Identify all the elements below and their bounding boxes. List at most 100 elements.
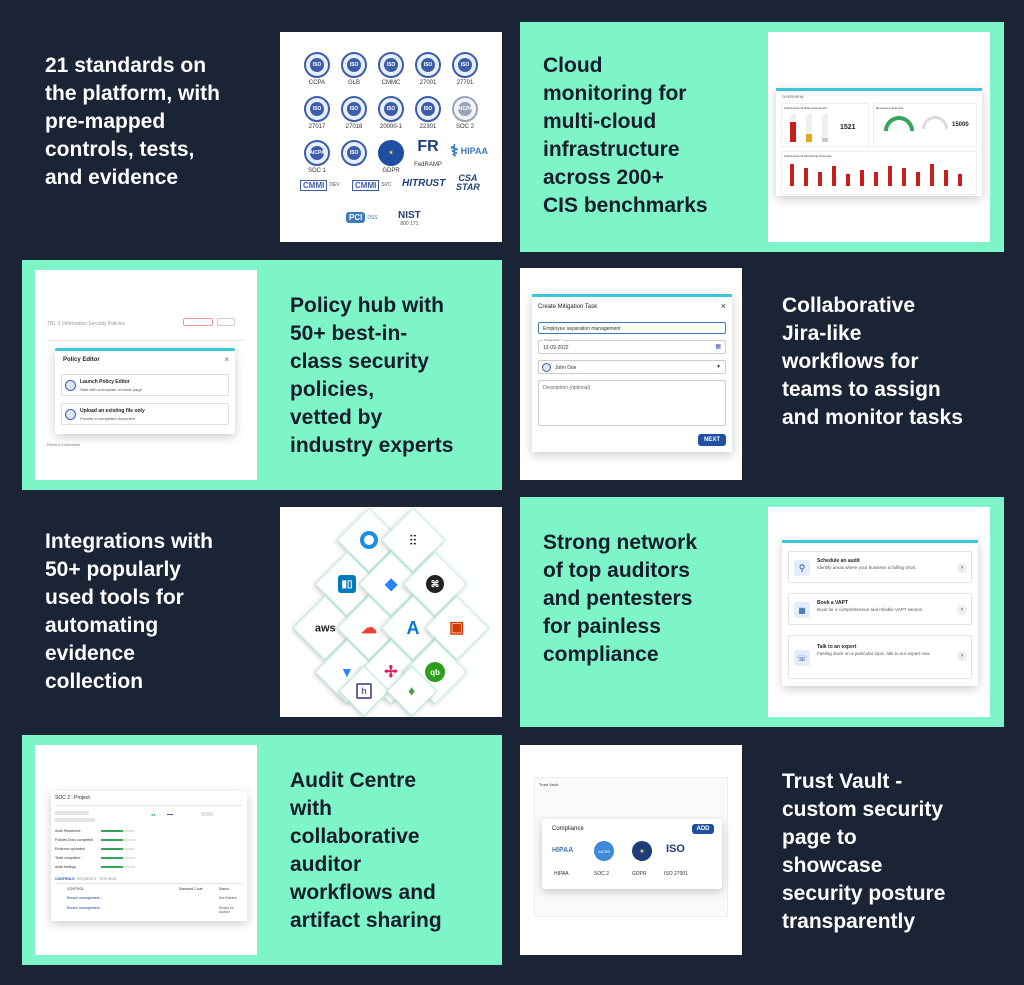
feature-line: transparently [782, 910, 916, 933]
upload-file-option[interactable]: Upload an existing file only Provide a c… [61, 403, 229, 425]
badge-label: CCPA [308, 80, 326, 86]
tab-controls[interactable]: CONTROLS [55, 877, 75, 881]
tab-testings[interactable]: TESTINGS [99, 877, 117, 881]
feature-line: and monitor tasks [782, 406, 963, 429]
modal-title: Create Mitigation Task [538, 304, 598, 310]
tab-requests[interactable]: REQUESTS [77, 877, 97, 881]
control-link[interactable]: Breach management... [67, 906, 103, 910]
badge-label: FedRAMP [414, 162, 442, 168]
item-title: Schedule an audit [817, 558, 860, 564]
feature-auditors-panel: Strong network of top auditors and pente… [520, 497, 1004, 727]
add-button[interactable]: ADD [692, 824, 714, 834]
feature-line: page to [782, 826, 857, 849]
feature-line: pre-mapped [45, 110, 166, 133]
feature-policy-text: Policy hub with 50+ best-in- class secur… [290, 292, 500, 460]
feature-line: Policy hub with [290, 294, 445, 317]
task-name-input[interactable]: Employee separation management [538, 322, 726, 334]
input-label: Target Date* [543, 338, 562, 342]
calendar-icon: ▦ [715, 344, 721, 350]
feature-line: monitoring for [543, 82, 687, 105]
task-card: Create Mitigation Task × Employee separa… [520, 268, 742, 480]
feature-line: with [290, 797, 332, 820]
feature-line: policies, [290, 378, 375, 401]
feature-line: vetted by [290, 406, 383, 429]
arrow-right-icon[interactable]: › [957, 651, 967, 661]
feature-vault-text: Trust Vault - custom security page to sh… [782, 768, 1012, 936]
audit-row-label: Evidence uploaded [55, 847, 85, 851]
hipaa-icon: ⚕HIPAA [450, 143, 488, 160]
badge-label: 27017 [308, 124, 326, 130]
gdpr-icon: ★ [632, 841, 652, 861]
vault-header: Trust Vault [539, 782, 558, 787]
description-input[interactable]: Description (optional) [538, 380, 726, 426]
hipaa-icon: HIPAA [552, 847, 574, 854]
option-sub: Start with a template or blank page [80, 387, 142, 392]
target-date-input[interactable]: Target Date* 12-09-2022 ▦ [538, 338, 726, 354]
table-row[interactable]: Breach management... Not Started [55, 895, 243, 903]
status-badge: Ready for Auditor [219, 906, 235, 914]
integrations-card: ⫶⫶ ▮▯ ◆ ⌘ aws ☁ A ▣ ▼ ✢ qb h ♦ [280, 507, 502, 717]
control-link[interactable]: Breach management... [67, 896, 103, 900]
arrow-right-icon[interactable]: › [957, 563, 967, 573]
phone-icon: ☏ [794, 650, 810, 666]
avatar [542, 363, 551, 372]
badge-label: SOC 1 [307, 168, 326, 174]
close-icon[interactable]: × [720, 301, 726, 311]
cloud-panel-title: Resources Scanned [876, 106, 904, 110]
soc1-icon: AICPA [304, 140, 330, 166]
talk-expert-item[interactable]: ☏ Talk to an expert Feeling stuck on a p… [788, 635, 972, 679]
arrow-right-icon[interactable]: › [957, 605, 967, 615]
badge-label: 27018 [345, 124, 363, 130]
feature-line: of top auditors [543, 559, 690, 582]
soc2-icon: AICPA [594, 841, 614, 861]
input-placeholder: Description (optional) [543, 385, 591, 391]
feature-line: class security [290, 350, 429, 373]
cloud-panel-title: Cloud Account Risk Assessment [784, 106, 828, 110]
item-title: Book a VAPT [817, 600, 849, 606]
compliance-label: HIPAA [554, 871, 569, 877]
badge-label: SOC 2 [455, 124, 474, 130]
badge-label: GLB [347, 80, 360, 86]
feature-line: automating [45, 614, 159, 637]
feature-line: collaborative [290, 825, 420, 848]
feature-task-text: Collaborative Jira-like workflows for te… [782, 292, 1002, 432]
feature-audit-panel: SOC 2 : Project ●● ▬▬ Audit Readiness Po… [22, 735, 502, 965]
iso-27018-icon: ISO [341, 96, 367, 122]
policy-card: TBL-1 Information Security Policies Poli… [35, 270, 257, 480]
feature-line: the platform, with [45, 82, 220, 105]
cmmi-dev-icon: CMMI DEV [300, 178, 340, 192]
iso-27001-icon: ISO [415, 52, 441, 78]
feature-line: collection [45, 670, 144, 693]
schedule-audit-item[interactable]: ⚲ Schedule an audit Identify areas where… [788, 551, 972, 583]
badge-label: 27001 [419, 80, 437, 86]
feature-line: industry experts [290, 434, 454, 457]
standards-card: ISO CCPA ISO GLB ISO CMMC ISO 27001 ISO … [280, 32, 502, 242]
feature-line: Trust Vault - [782, 770, 903, 793]
assignee-select[interactable]: John Doe ▼ [538, 360, 726, 374]
column-header: Status [219, 887, 229, 891]
item-sub: Feeling stuck on a particular topic, tal… [817, 651, 931, 656]
input-value: Employee separation management [543, 326, 621, 332]
audit-row-label: Tests completed [55, 856, 81, 860]
feature-line: Audit Centre [290, 769, 416, 792]
input-value: 12-09-2022 [543, 345, 569, 351]
feature-line: workflows and [290, 881, 436, 904]
book-vapt-item[interactable]: ▦ Book a VAPT Book for a comprehensive a… [788, 593, 972, 625]
launch-editor-option[interactable]: Launch Policy Editor Start with a templa… [61, 374, 229, 396]
policy-doc-title: TBL-1 Information Security Policies [47, 321, 126, 327]
close-icon[interactable]: × [224, 355, 229, 364]
next-button[interactable]: NEXT [698, 434, 726, 446]
iso-20000-icon: ISO [378, 96, 404, 122]
feature-auditors-text: Strong network of top auditors and pente… [543, 529, 763, 669]
compliance-label: GDPR [632, 871, 647, 877]
audit-row-label: Audit Readiness [55, 829, 81, 833]
hitrust-icon: HITRUST [402, 178, 446, 189]
editor-icon [65, 380, 76, 391]
audit-row-label: Audit findings [55, 865, 77, 869]
item-sub: Identify areas where your business is fa… [817, 565, 917, 570]
nist-icon: NIST 800 171 [398, 210, 421, 227]
table-row[interactable]: Breach management... Ready for Auditor [55, 905, 243, 914]
column-header: CONTROL [67, 887, 85, 891]
feature-line: Cloud [543, 54, 603, 77]
